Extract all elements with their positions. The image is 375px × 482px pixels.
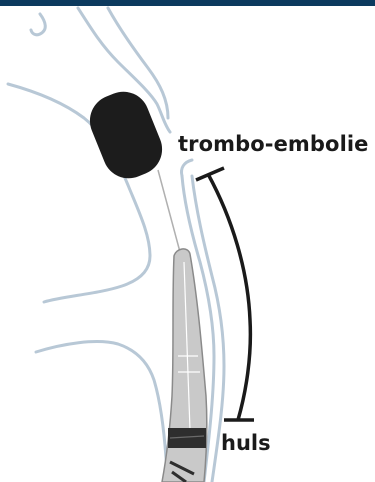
sheath-label: huls [221,433,271,454]
vessel-hook [31,14,45,35]
header-bar [0,0,375,6]
sheath-icon [162,249,207,482]
thrombus-icon [82,84,170,186]
thromboembolism-label: trombo-embolie [178,134,369,155]
vessel-wall-lower-left [36,342,168,482]
vessel-wall-right-top [181,160,192,176]
guide-wire [158,170,180,252]
